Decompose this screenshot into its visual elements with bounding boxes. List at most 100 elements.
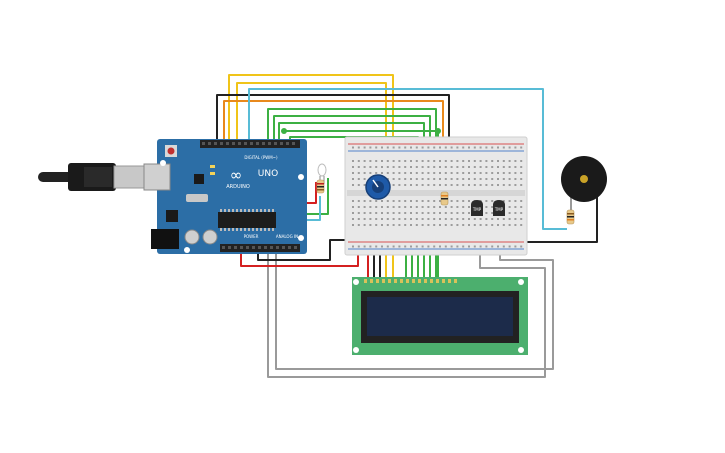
breadboard-hole <box>502 172 505 174</box>
breadboard-hole <box>386 224 389 226</box>
breadboard-hole <box>502 218 505 220</box>
breadboard-hole <box>427 218 430 220</box>
breadboard-hole <box>357 206 360 208</box>
breadboard-hole <box>497 184 499 186</box>
breadboard-hole <box>485 160 488 162</box>
breadboard-hole <box>433 224 436 226</box>
wire-gray-inner <box>275 240 554 370</box>
breadboard-hole <box>381 218 383 220</box>
breadboard-hole <box>497 160 499 162</box>
breadboard-hole <box>450 160 453 162</box>
breadboard-hole <box>479 218 482 220</box>
breadboard-hole <box>410 212 412 214</box>
breadboard-hole <box>450 184 453 186</box>
breadboard-hole <box>514 146 517 149</box>
breadboard-hole <box>375 206 378 208</box>
breadboard-hole <box>421 172 424 174</box>
breadboard-hole <box>439 200 441 202</box>
chip-leg <box>260 228 262 231</box>
breadboard-hole <box>497 245 499 248</box>
capacitor-1 <box>184 229 200 245</box>
header-pin <box>208 142 211 145</box>
breadboard-hole <box>520 184 523 186</box>
lcd-pin <box>382 279 385 283</box>
breadboard-hole <box>491 184 494 186</box>
breadboard-hole <box>427 200 430 202</box>
breadboard-hole <box>375 166 378 168</box>
header-pin <box>282 246 285 249</box>
wire-black-buzzer <box>518 196 598 243</box>
breadboard-hole <box>369 146 372 149</box>
breadboard-hole <box>398 200 401 202</box>
breadboard-hole <box>473 218 476 220</box>
breadboard-hole <box>468 245 470 248</box>
breadboard-hole <box>479 245 482 248</box>
chip-leg <box>228 209 230 212</box>
breadboard-hole <box>444 160 447 162</box>
breadboard-hole <box>485 184 488 186</box>
breadboard-hole <box>427 178 430 180</box>
breadboard-hole <box>468 212 470 214</box>
breadboard-hole <box>357 160 360 162</box>
breadboard-hole <box>462 245 465 248</box>
breadboard-hole <box>520 218 523 220</box>
breadboard-hole <box>410 200 412 202</box>
chip-leg <box>232 228 234 231</box>
breadboard-hole <box>381 172 383 174</box>
breadboard-hole <box>473 166 476 168</box>
breadboard-hole <box>444 218 447 220</box>
breadboard-hole <box>485 212 488 214</box>
breadboard-hole <box>439 178 441 180</box>
header-pin <box>244 142 247 145</box>
breadboard-hole <box>398 212 401 214</box>
breadboard-hole <box>485 178 488 180</box>
breadboard-hole <box>433 146 436 149</box>
breadboard-hole <box>352 218 354 220</box>
breadboard-hole <box>444 245 447 248</box>
lcd-screen <box>367 297 513 336</box>
breadboard-hole <box>357 245 360 248</box>
arduino-uno-board[interactable]: ∞ ARDUINO UNO DIGITAL (PWM~) POWER ANALO… <box>38 139 307 254</box>
chip-leg <box>232 209 234 212</box>
breadboard-hole <box>392 224 395 226</box>
breadboard-hole <box>404 178 407 180</box>
breadboard-hole <box>357 224 360 226</box>
breadboard-hole <box>444 146 447 149</box>
breadboard-hole <box>450 166 453 168</box>
lcd-pin <box>436 279 439 283</box>
header-pin <box>220 142 223 145</box>
breadboard-hole <box>363 224 366 226</box>
breadboard-hole <box>369 218 372 220</box>
piezo-buzzer[interactable] <box>561 156 607 202</box>
resistor-breadboard[interactable] <box>440 191 449 206</box>
temperature-sensor-left[interactable]: TMP <box>471 200 483 216</box>
breadboard-hole <box>415 224 418 226</box>
breadboard-hole <box>514 178 517 180</box>
breadboard-hole <box>439 206 441 208</box>
breadboard-hole <box>392 172 395 174</box>
lcd-pin <box>376 279 379 283</box>
usb-cable <box>38 172 73 182</box>
lcd-display[interactable] <box>352 277 528 355</box>
resistor-led[interactable] <box>316 179 325 194</box>
lcd-pin <box>454 279 457 283</box>
breadboard-hole <box>415 212 418 214</box>
temperature-sensor-right[interactable]: TMP <box>493 200 505 216</box>
breadboard-hole <box>502 166 505 168</box>
breadboard-hole <box>369 166 372 168</box>
breadboard-hole <box>456 178 459 180</box>
breadboard-hole <box>427 184 430 186</box>
header-pin <box>252 246 255 249</box>
breadboard-hole <box>450 172 453 174</box>
breadboard-hole <box>468 166 470 168</box>
breadboard-hole <box>398 160 401 162</box>
breadboard-hole <box>415 245 418 248</box>
breadboard-hole <box>410 172 412 174</box>
breadboard-hole <box>363 184 366 186</box>
resistor-buzzer[interactable] <box>566 209 575 225</box>
breadboard-hole <box>381 200 383 202</box>
chip-leg <box>272 228 274 231</box>
potentiometer[interactable] <box>365 174 391 200</box>
breadboard-hole <box>502 160 505 162</box>
breadboard-hole <box>439 245 441 248</box>
